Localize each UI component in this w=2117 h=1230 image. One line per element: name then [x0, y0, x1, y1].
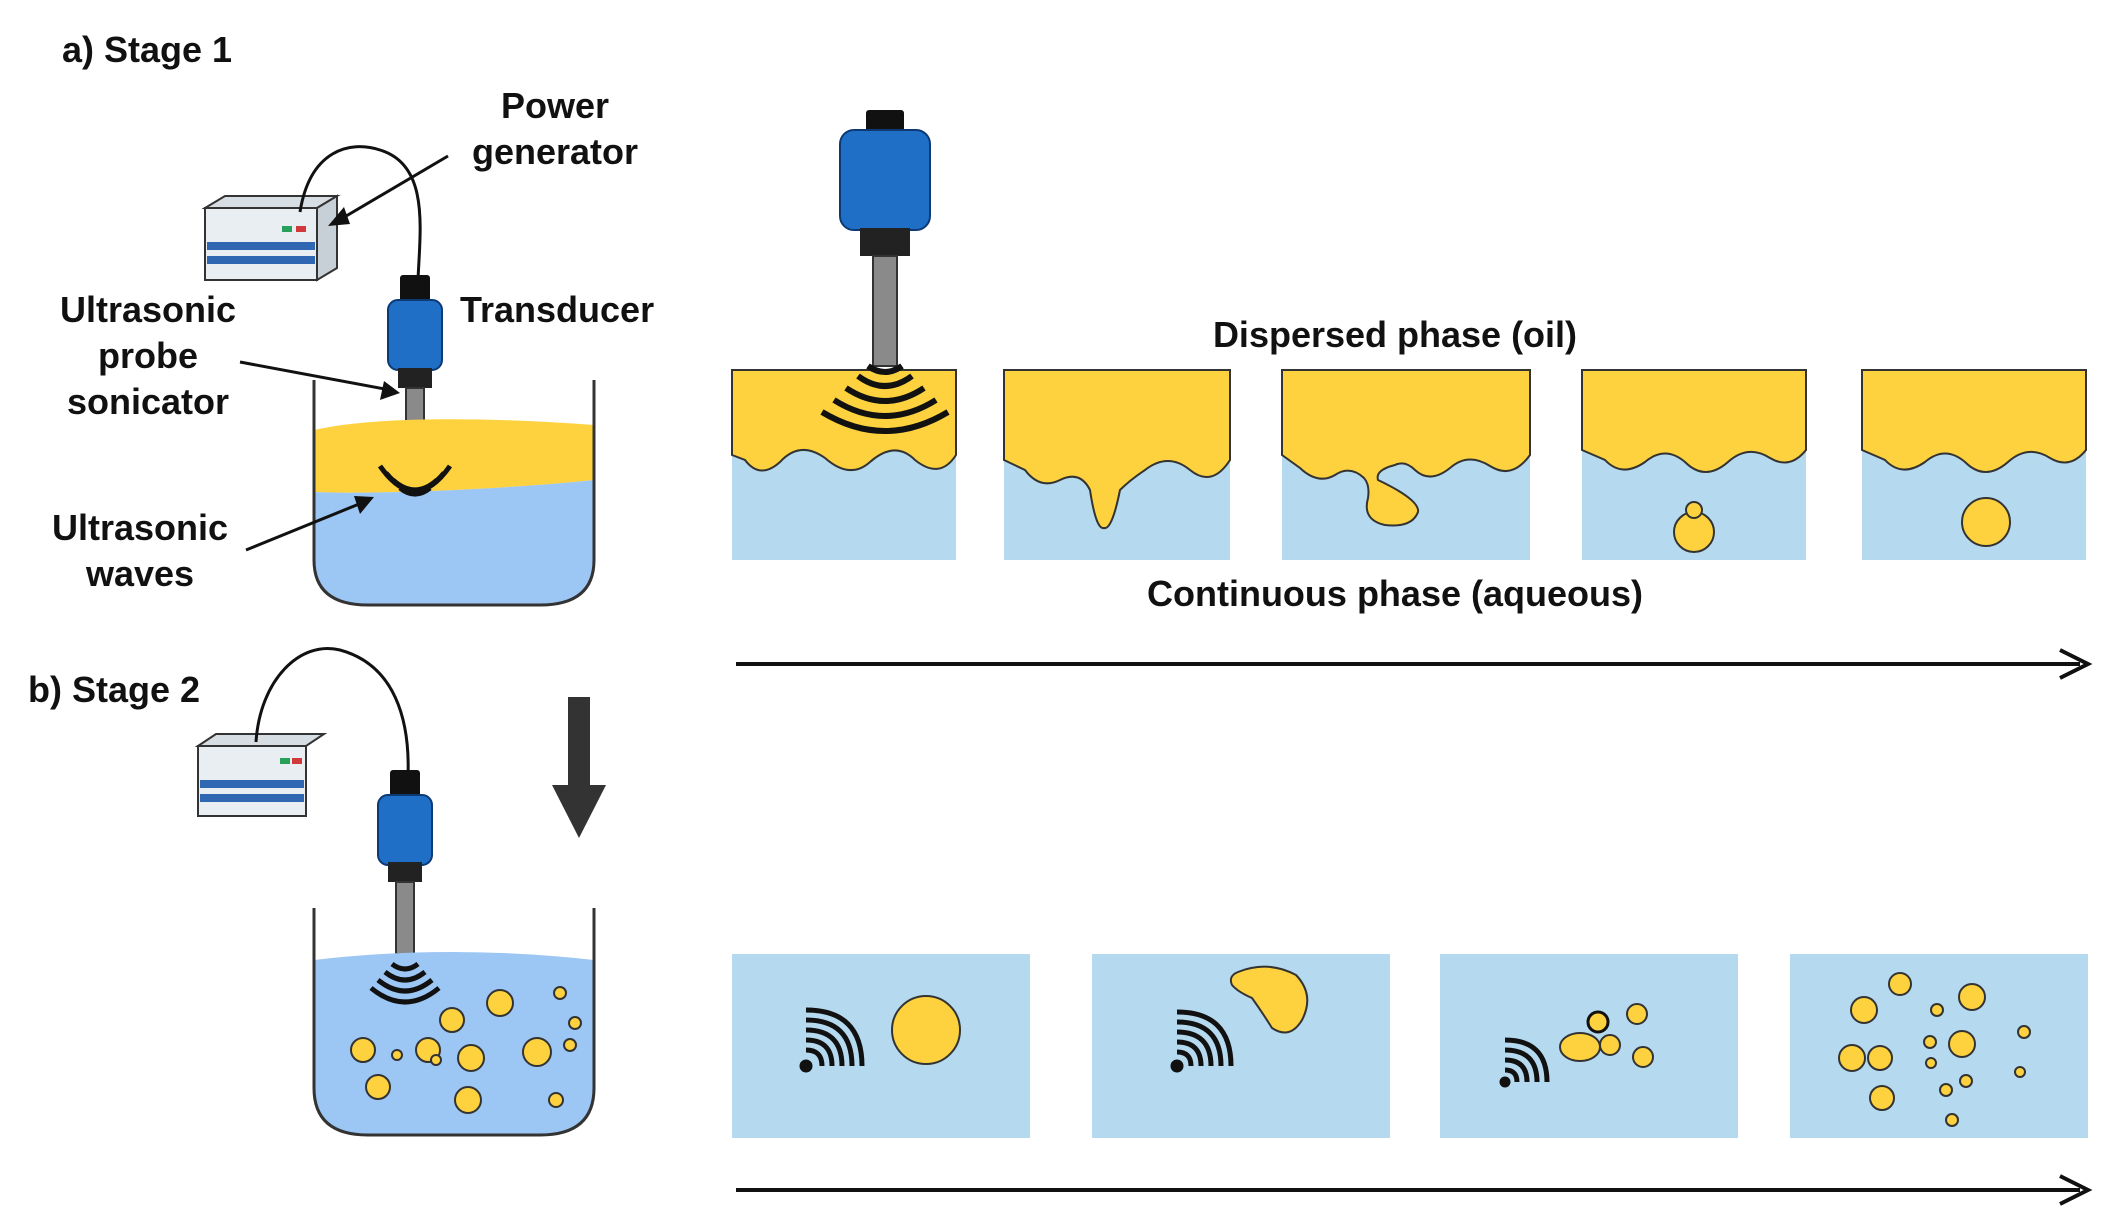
sound-waves-icon: [799, 1007, 865, 1073]
stage2-heading: b) Stage 2: [28, 669, 200, 710]
emulsion-panel-7: [1092, 954, 1390, 1138]
time-arrow-icon: [736, 1174, 2093, 1206]
dispersed-phase-label: Dispersed phase (oil): [1213, 314, 1577, 355]
emulsion-panel-3: [1281, 369, 1531, 560]
transducer-label: Transducer: [460, 289, 654, 330]
probe-label-3: sonicator: [67, 381, 229, 422]
waves-label-1: Ultrasonic: [52, 507, 228, 548]
emulsion-panel-4: [1581, 369, 1807, 560]
waves-pointer: [245, 500, 365, 552]
transducer-icon: [839, 110, 931, 367]
emulsion-panel-6: [732, 954, 1030, 1138]
sound-waves-icon: [377, 464, 453, 497]
beaker-icon: [312, 908, 596, 1137]
probe-label-2: probe: [98, 335, 198, 376]
power-generator-pointer: [335, 154, 449, 224]
power-generator-icon: [201, 194, 341, 282]
power-generator-icon: [194, 733, 328, 817]
probe-pointer: [239, 360, 391, 392]
power-cable: [298, 145, 422, 281]
waves-label-2: waves: [85, 553, 194, 594]
power-cable: [254, 647, 410, 777]
power-generator-label-2: generator: [472, 131, 638, 172]
time-arrow-icon: [736, 648, 2093, 680]
probe-label-1: Ultrasonic: [60, 289, 236, 330]
transducer-icon: [377, 770, 433, 955]
continuous-phase-label: Continuous phase (aqueous): [1147, 573, 1643, 614]
emulsion-panel-8: [1440, 954, 1738, 1138]
power-generator-label-1: Power: [501, 85, 609, 126]
emulsion-panel-2: [1003, 369, 1231, 560]
sound-waves-icon: [1499, 1037, 1550, 1088]
beaker-icon: [312, 380, 596, 607]
stage1-heading: a) Stage 1: [62, 29, 232, 70]
emulsion-panel-9: [1790, 954, 2088, 1138]
emulsion-panel-1: [731, 363, 957, 560]
emulsion-panel-5: [1861, 369, 2087, 560]
down-arrow-icon: [552, 697, 606, 838]
sound-waves-icon: [1170, 1009, 1234, 1073]
